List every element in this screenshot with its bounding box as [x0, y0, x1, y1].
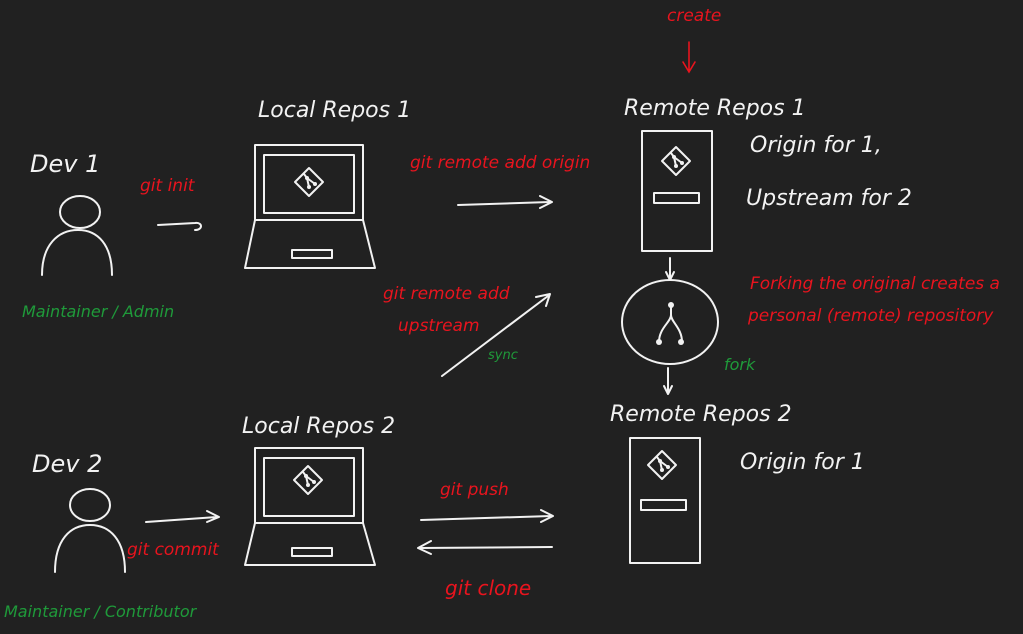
- git-remote-add-origin-label: git remote add origin: [410, 153, 591, 173]
- dev-1-person-icon: [41, 195, 113, 276]
- git-init-label: git init: [140, 176, 195, 196]
- remote-repos-2-server-icon: [629, 437, 701, 564]
- git-remote-add-label: git remote add: [383, 284, 510, 304]
- remote-repos-1-title: Remote Repos 1: [624, 96, 806, 121]
- dev-2-label: Dev 2: [32, 450, 103, 478]
- remote-repos-2-title: Remote Repos 2: [610, 402, 792, 427]
- forking-note-line-1: Forking the original creates a: [750, 274, 1000, 294]
- remote-repos-1-server-icon: [641, 130, 713, 252]
- upstream-for-2-label: Upstream for 2: [746, 186, 912, 211]
- dev-1-label: Dev 1: [30, 150, 101, 178]
- create-label: create: [667, 6, 722, 26]
- upstream-label: upstream: [398, 316, 480, 336]
- dev-2-person-icon: [54, 488, 126, 573]
- sync-label: sync: [488, 348, 518, 363]
- local-repos-2-title: Local Repos 2: [242, 414, 396, 439]
- local-repos-2-laptop-icon: [244, 447, 376, 566]
- maintainer-contributor-label: Maintainer / Contributor: [4, 602, 197, 621]
- fork-label: fork: [724, 355, 756, 374]
- origin-for-1-bottom-label: Origin for 1: [740, 450, 865, 475]
- origin-for-1-label: Origin for 1,: [750, 133, 882, 158]
- git-clone-label: git clone: [445, 576, 532, 600]
- git-commit-label: git commit: [127, 540, 219, 560]
- local-repos-1-laptop-icon: [244, 144, 376, 269]
- fork-icon: [621, 279, 719, 365]
- git-push-label: git push: [440, 480, 509, 500]
- forking-note-line-2: personal (remote) repository: [748, 306, 994, 326]
- arrows: [145, 41, 696, 555]
- local-repos-1-title: Local Repos 1: [258, 98, 412, 123]
- maintainer-admin-label: Maintainer / Admin: [22, 302, 175, 321]
